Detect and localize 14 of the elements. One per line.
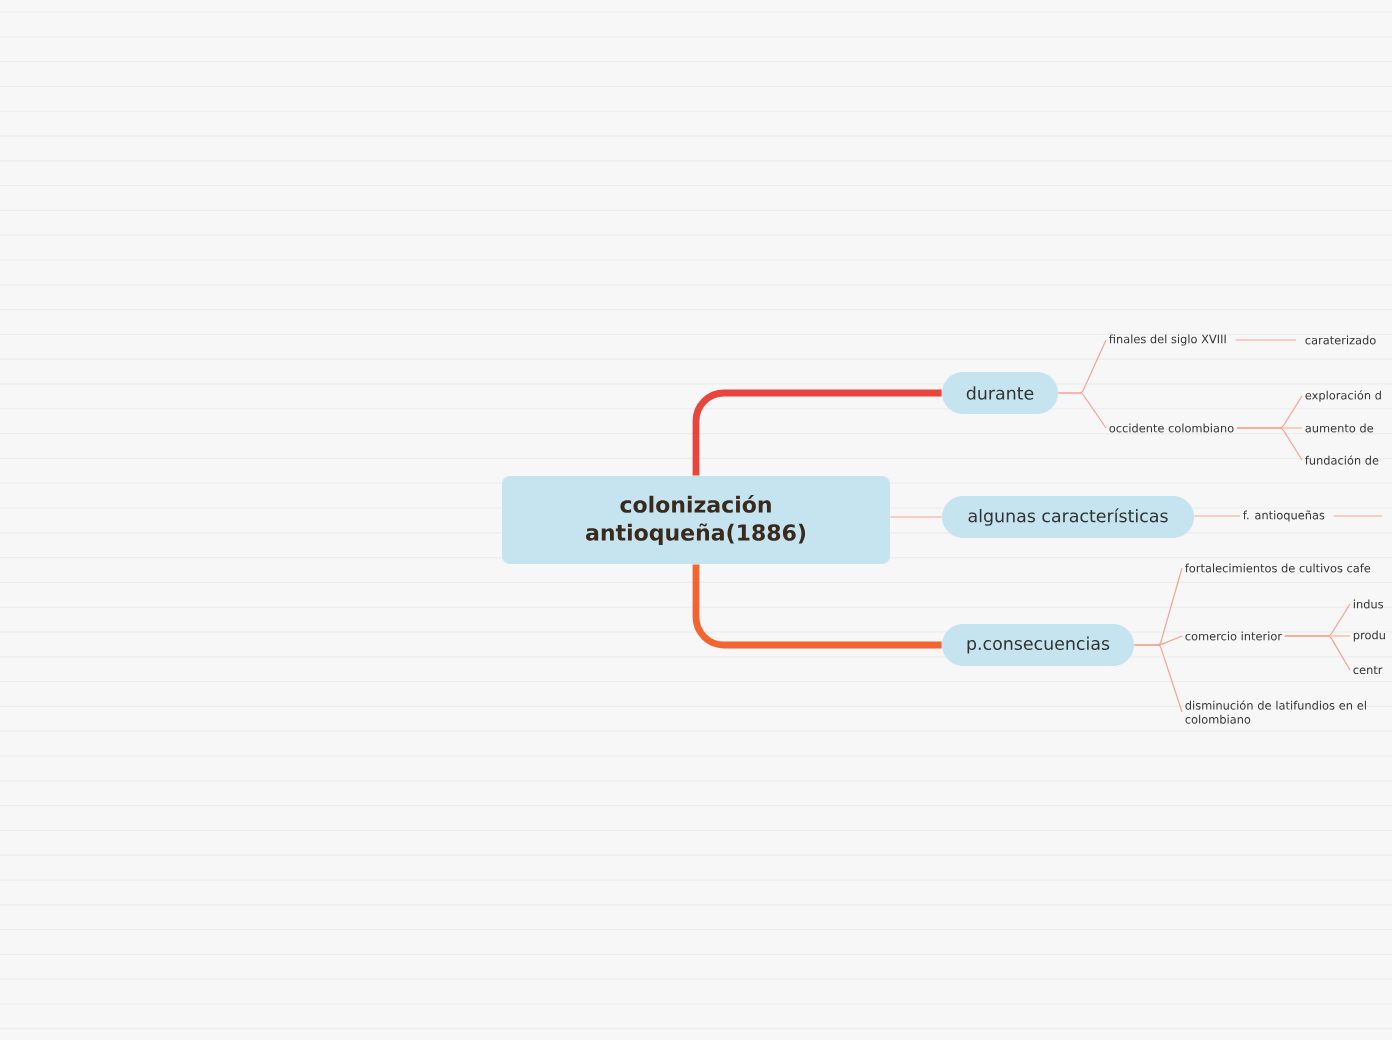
topic-pill: durante — [942, 372, 1058, 414]
branch-line — [1133, 644, 1183, 713]
branch-line — [889, 516, 943, 518]
branch-line — [692, 389, 942, 476]
branch-line — [1284, 635, 1351, 671]
topic-pill: p.consecuencias — [942, 624, 1134, 666]
branch-line — [692, 564, 942, 649]
branch-line — [1235, 339, 1297, 341]
branch-line — [1236, 427, 1303, 461]
branch-line — [1333, 515, 1383, 517]
central-topic-box: colonización antioqueña(1886) — [502, 476, 890, 564]
branch-line — [1193, 515, 1241, 517]
topic-pill: algunas características — [942, 496, 1194, 538]
branch-line — [1057, 392, 1107, 429]
